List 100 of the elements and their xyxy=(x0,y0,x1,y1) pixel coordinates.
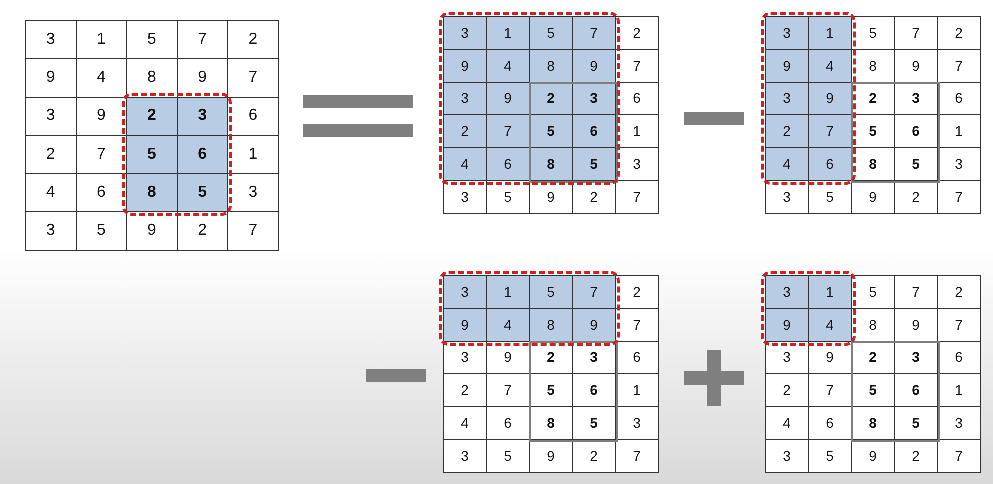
table-cell: 7 xyxy=(616,50,659,83)
table-cell: 3 xyxy=(616,148,659,181)
table-cell: 3 xyxy=(938,407,981,440)
table-cell: 3 xyxy=(766,440,809,473)
table-cell: 3 xyxy=(895,342,938,374)
table-cell: 9 xyxy=(766,308,809,342)
table-cell: 1 xyxy=(228,136,279,174)
table-cell: 9 xyxy=(809,82,852,116)
table-cell: 9 xyxy=(573,50,616,83)
table-cell: 2 xyxy=(766,115,809,148)
table-cell: 1 xyxy=(938,115,981,148)
table-cell: 5 xyxy=(127,21,178,60)
table-cell: 6 xyxy=(228,98,279,136)
table-cell: 4 xyxy=(444,407,487,440)
table-cell: 2 xyxy=(444,115,487,148)
table-cell: 2 xyxy=(26,136,77,174)
table-cell: 7 xyxy=(616,180,659,214)
table-cell: 2 xyxy=(766,374,809,408)
table-cell: 9 xyxy=(444,308,487,342)
table-cell: 4 xyxy=(444,148,487,181)
table-cell: 5 xyxy=(487,180,530,214)
table-cell: 9 xyxy=(766,50,809,83)
table-cell: 5 xyxy=(852,115,895,148)
table-cell: 6 xyxy=(178,136,228,174)
table-cell: 1 xyxy=(487,276,530,309)
table-cell: 1 xyxy=(809,17,852,50)
table-cell: 3 xyxy=(444,180,487,214)
table-cell: 6 xyxy=(487,407,530,440)
table-cell: 1 xyxy=(809,276,852,309)
table-cell: 8 xyxy=(127,174,178,212)
table-cell: 5 xyxy=(895,148,938,181)
table-cell: 2 xyxy=(573,440,616,473)
table-cell: 5 xyxy=(573,148,616,181)
table-cell: 7 xyxy=(938,440,981,473)
table-cell: 5 xyxy=(127,136,178,174)
table-cell: 5 xyxy=(530,115,573,148)
table-cell: 6 xyxy=(487,148,530,181)
table-cell: 9 xyxy=(487,82,530,116)
table-cell: 2 xyxy=(895,440,938,473)
table-cell: 2 xyxy=(530,342,573,374)
table-cell: 3 xyxy=(444,440,487,473)
table-cell: 9 xyxy=(487,342,530,374)
table-cell: 4 xyxy=(766,148,809,181)
table-cell: 6 xyxy=(809,407,852,440)
table-cell: 5 xyxy=(530,17,573,50)
table-cell: 3 xyxy=(938,148,981,181)
table-cell: 3 xyxy=(573,342,616,374)
table-cell: 9 xyxy=(444,50,487,83)
table-cell: 2 xyxy=(852,82,895,116)
table-cell: 7 xyxy=(487,115,530,148)
table-cell: 5 xyxy=(530,276,573,309)
table-cell: 7 xyxy=(178,21,228,60)
table-cell: 6 xyxy=(895,115,938,148)
table-cell: 1 xyxy=(616,115,659,148)
table-cell: 5 xyxy=(852,374,895,408)
table-cell: 6 xyxy=(616,342,659,374)
table-cell: 4 xyxy=(26,174,77,212)
table-cell: 3 xyxy=(766,180,809,214)
table-cell: 3 xyxy=(616,407,659,440)
table-cell: 1 xyxy=(938,374,981,408)
table-cell: 3 xyxy=(766,342,809,374)
table-cell: 4 xyxy=(76,59,128,98)
table-cell: 3 xyxy=(444,276,487,309)
table-cell: 5 xyxy=(852,276,895,309)
table-cell: 5 xyxy=(178,174,228,212)
table-cell: 6 xyxy=(573,374,616,408)
table-cell: 9 xyxy=(530,440,573,473)
table-cell: 4 xyxy=(487,50,530,83)
table-cell: 8 xyxy=(530,148,573,181)
table-cell: 3 xyxy=(766,17,809,50)
table-cell: 7 xyxy=(573,17,616,50)
table-cell: 7 xyxy=(895,17,938,50)
table-cell: 2 xyxy=(616,276,659,309)
table-cell: 2 xyxy=(895,180,938,214)
table-cell: 4 xyxy=(809,50,852,83)
table-cell: 3 xyxy=(573,82,616,116)
table-cell: 3 xyxy=(228,174,279,212)
table-cell: 7 xyxy=(895,276,938,309)
table-cell: 9 xyxy=(530,180,573,214)
table-cell: 7 xyxy=(938,50,981,83)
table-cell: 2 xyxy=(127,98,178,136)
table-cell: 9 xyxy=(127,212,178,251)
table-cell: 2 xyxy=(444,374,487,408)
table-cell: 2 xyxy=(852,342,895,374)
table-cell: 7 xyxy=(487,374,530,408)
table-cell: 8 xyxy=(530,50,573,83)
table-cell: 6 xyxy=(573,115,616,148)
table-cell: 1 xyxy=(76,21,128,60)
table-cell: 3 xyxy=(766,276,809,309)
table-cell: 9 xyxy=(852,180,895,214)
table-cell: 3 xyxy=(26,98,77,136)
table-cell: 8 xyxy=(852,148,895,181)
table-cell: 5 xyxy=(530,374,573,408)
table-cell: 8 xyxy=(530,308,573,342)
table-cell: 8 xyxy=(852,308,895,342)
table-cell: 5 xyxy=(573,407,616,440)
table-cell: 4 xyxy=(766,407,809,440)
table-cell: 5 xyxy=(895,407,938,440)
table-cell: 9 xyxy=(809,342,852,374)
table-cell: 7 xyxy=(616,308,659,342)
